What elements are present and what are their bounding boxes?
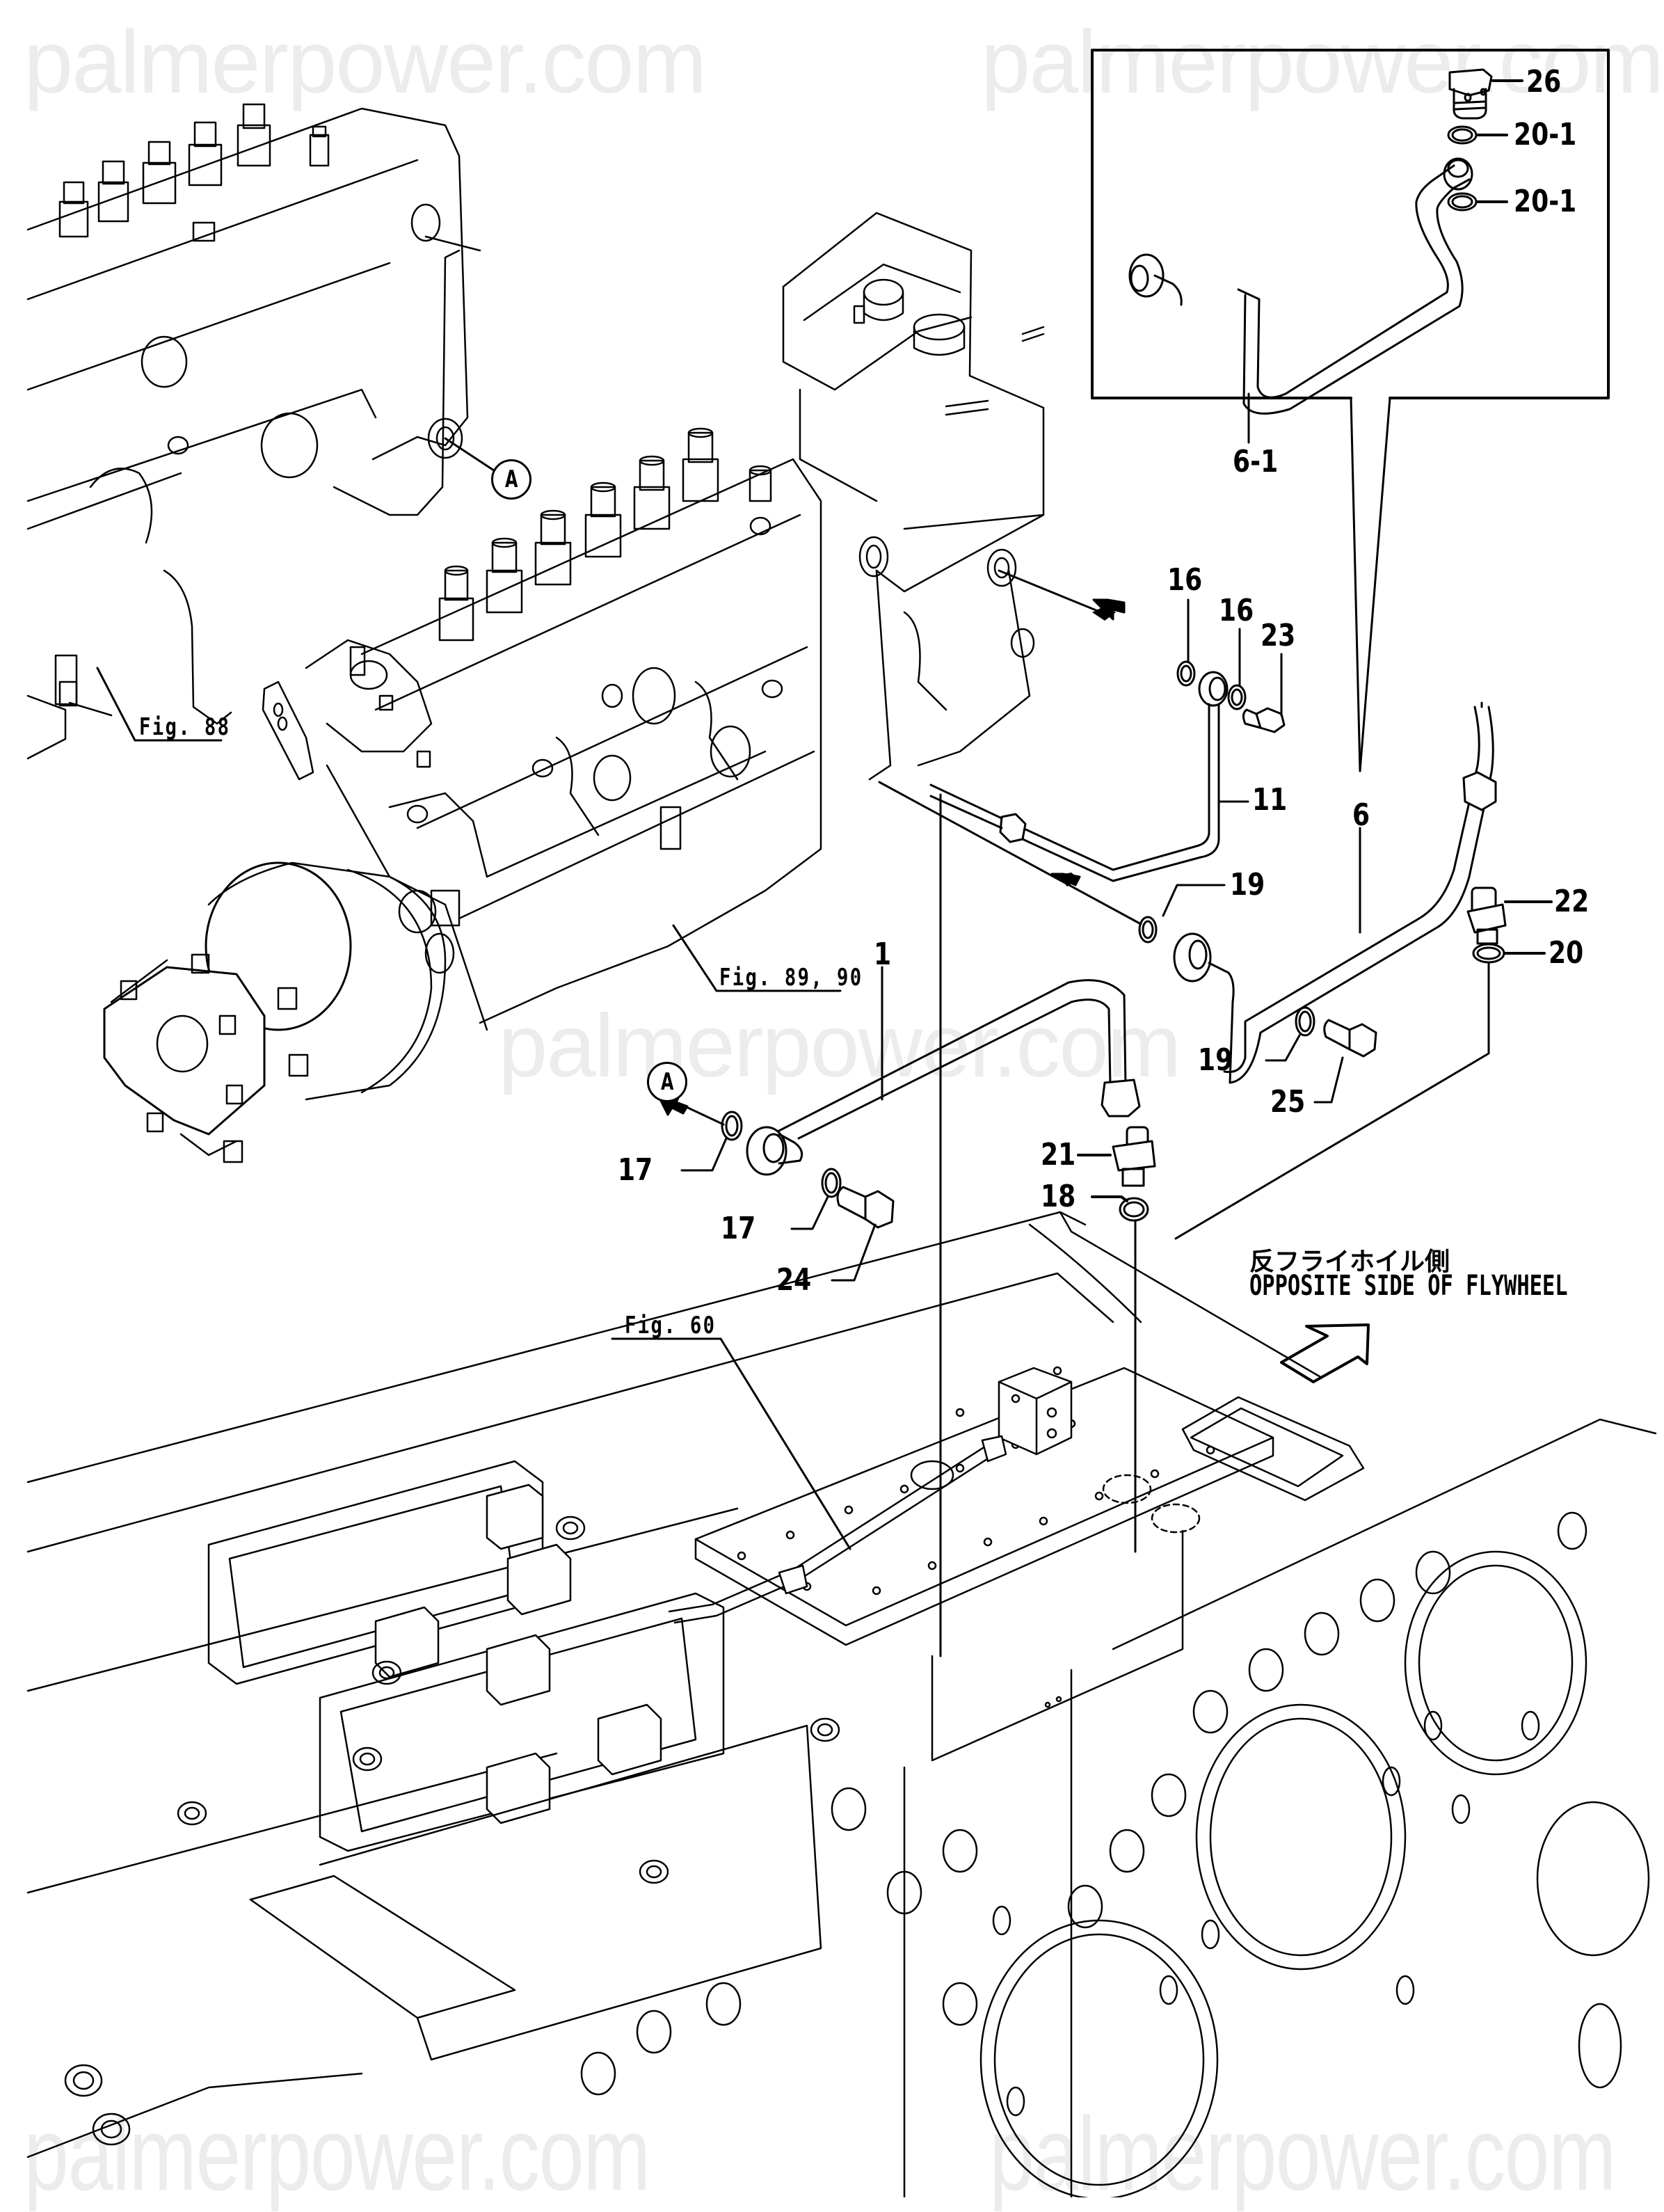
callout-1: 1 bbox=[874, 937, 892, 972]
reference-marker-a-top-label: A bbox=[504, 466, 518, 493]
direction-note-english: OPPOSITE SIDE OF FLYWHEEL bbox=[1249, 1270, 1568, 1302]
pipe-6-icon bbox=[878, 701, 1553, 1240]
callout-17-right: 17 bbox=[721, 1211, 756, 1246]
watermark-top-right: palmerpower.com bbox=[981, 13, 1664, 112]
reference-marker-a-top: A bbox=[491, 459, 531, 500]
watermark-center: palmerpower.com bbox=[498, 996, 1181, 1096]
injection-pump-fig89-drawing bbox=[103, 212, 1045, 1163]
callout-17-left: 17 bbox=[618, 1152, 653, 1188]
pipe-6-1-icon bbox=[1128, 157, 1473, 444]
washer-20-1-lower-icon bbox=[1447, 192, 1508, 212]
watermark-top-left: palmerpower.com bbox=[24, 13, 707, 112]
callout-16-left: 16 bbox=[1167, 562, 1203, 598]
inset-detail-box bbox=[1091, 49, 1610, 772]
watermark-bottom-right: palmerpower.com bbox=[989, 2095, 1617, 2212]
direction-arrow-icon bbox=[1280, 1323, 1370, 1383]
callout-20-1-lower: 20-1 bbox=[1514, 184, 1577, 219]
direction-note-japanese: 反フライホイル側 bbox=[1249, 1248, 1450, 1276]
figure-ref-fig89-90[interactable]: Fig. 89, 90 bbox=[719, 964, 863, 992]
injection-pump-fig88-drawing bbox=[26, 103, 499, 760]
callout-20: 20 bbox=[1549, 935, 1584, 971]
callout-20-1-upper: 20-1 bbox=[1514, 117, 1577, 152]
callout-22: 22 bbox=[1554, 884, 1590, 919]
callout-6-1: 6-1 bbox=[1233, 444, 1279, 479]
washer-20-1-upper-icon bbox=[1447, 125, 1508, 145]
callout-23: 23 bbox=[1261, 618, 1296, 653]
callout-26: 26 bbox=[1526, 64, 1562, 100]
callout-6: 6 bbox=[1352, 797, 1370, 833]
callout-21: 21 bbox=[1041, 1137, 1076, 1172]
figure-ref-fig88[interactable]: Fig. 88 bbox=[139, 713, 231, 741]
banjo-bolt-26-icon bbox=[1448, 68, 1523, 120]
callout-16-right: 16 bbox=[1219, 593, 1254, 628]
callout-11: 11 bbox=[1252, 782, 1288, 818]
callout-19-lower: 19 bbox=[1198, 1042, 1233, 1078]
callout-18: 18 bbox=[1041, 1179, 1076, 1214]
reference-marker-a-bottom: A bbox=[647, 1062, 687, 1102]
pipe-11-icon bbox=[929, 569, 1286, 882]
figure-ref-fig60[interactable]: Fig. 60 bbox=[625, 1312, 717, 1339]
callout-25: 25 bbox=[1270, 1084, 1306, 1120]
callout-24: 24 bbox=[776, 1262, 812, 1298]
engine-block-drawing bbox=[26, 1211, 1657, 2197]
callout-19-upper: 19 bbox=[1230, 867, 1265, 902]
pipe-1-icon bbox=[655, 793, 1156, 1657]
reference-marker-a-bottom-label: A bbox=[660, 1068, 674, 1096]
